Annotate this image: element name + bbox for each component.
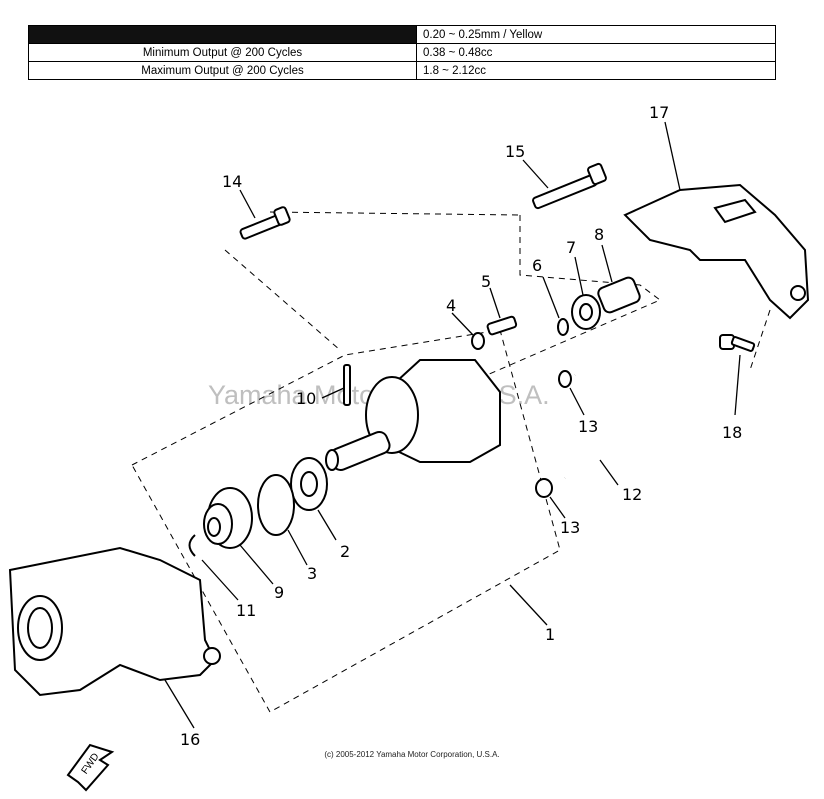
assembly-outline xyxy=(131,211,771,713)
callout-11: 11 xyxy=(236,601,256,620)
spec-row: Maximum Output @ 200 Cycles 1.8 ~ 2.12cc xyxy=(28,61,776,80)
fwd-arrow-icon: FWD xyxy=(66,743,115,792)
oil-pump-part-1[interactable] xyxy=(325,359,501,472)
washer-part-6[interactable] xyxy=(557,318,569,336)
callout-17: 17 xyxy=(649,103,669,122)
callout-16: 16 xyxy=(180,730,200,749)
callout-1: 1 xyxy=(545,625,555,644)
callout-15: 15 xyxy=(505,142,525,161)
callout-6: 6 xyxy=(532,256,542,275)
callout-10: 10 xyxy=(296,389,316,408)
bearing-part-2[interactable] xyxy=(290,457,328,511)
callout-2: 2 xyxy=(340,542,350,561)
bracket-part-17[interactable] xyxy=(623,183,810,320)
clamp-part-13-upper[interactable] xyxy=(558,370,572,388)
spec-table: 0.20 ~ 0.25mm / Yellow Minimum Output @ … xyxy=(28,25,776,80)
callout-18: 18 xyxy=(722,423,742,442)
callout-14: 14 xyxy=(222,172,242,191)
callout-4: 4 xyxy=(446,296,456,315)
screw-part-5[interactable] xyxy=(486,315,518,336)
callout-9: 9 xyxy=(274,583,284,602)
callout-13-lower: 13 xyxy=(560,518,580,537)
pin-part-10[interactable] xyxy=(343,364,351,406)
cover-part-16[interactable] xyxy=(8,546,221,697)
o-ring-part-3[interactable] xyxy=(257,474,295,536)
callout-13-upper: 13 xyxy=(578,417,598,436)
plug-part-8[interactable] xyxy=(597,276,642,314)
callout-12: 12 xyxy=(622,485,642,504)
copyright-notice: (c) 2005-2012 Yamaha Motor Corporation, … xyxy=(324,750,500,759)
gear-part-9[interactable] xyxy=(203,487,253,549)
spec-value: 1.8 ~ 2.12cc xyxy=(416,61,776,80)
bolt-part-14[interactable] xyxy=(239,206,291,240)
spec-label-obscured xyxy=(28,25,417,44)
clip-part-11[interactable] xyxy=(188,534,196,557)
callout-7: 7 xyxy=(566,238,576,257)
callout-labels: 1 2 3 4 5 6 7 8 9 10 11 12 13 13 14 15 1… xyxy=(180,103,742,749)
bolt-part-15[interactable] xyxy=(532,162,607,210)
leader-lines xyxy=(164,121,741,729)
hose-part-12[interactable] xyxy=(563,356,700,481)
clamp-part-13-lower[interactable] xyxy=(535,478,553,498)
callout-3: 3 xyxy=(307,564,317,583)
screw-part-18[interactable] xyxy=(719,334,756,352)
spec-label: Maximum Output @ 200 Cycles xyxy=(28,61,417,80)
callout-8: 8 xyxy=(594,225,604,244)
washer-part-4[interactable] xyxy=(471,332,485,350)
callout-5: 5 xyxy=(481,272,491,291)
seal-part-7[interactable] xyxy=(571,294,601,330)
